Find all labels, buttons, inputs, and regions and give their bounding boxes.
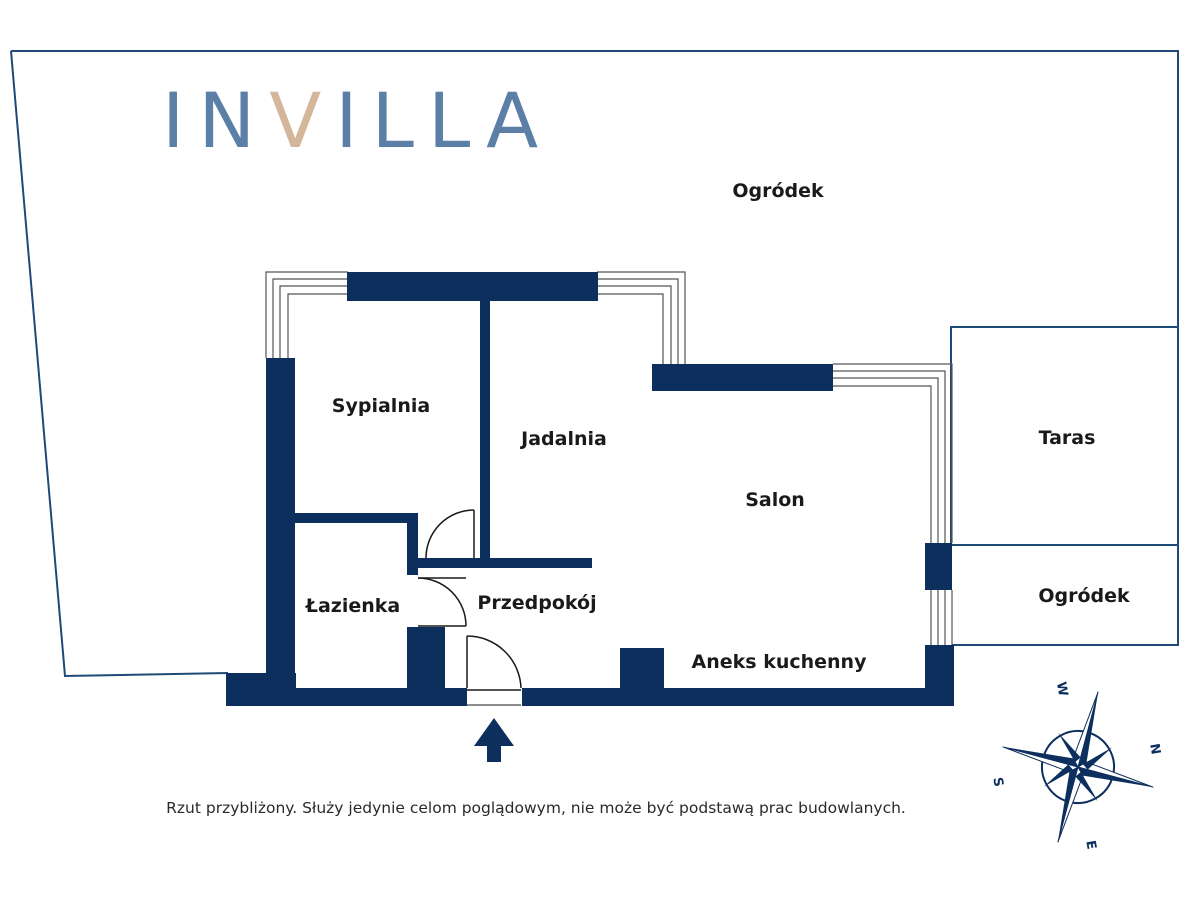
compass-w: W: [1053, 681, 1070, 698]
windows: [265, 271, 953, 645]
label-bathroom: Łazienka: [305, 595, 400, 617]
disclaimer-text: Rzut przybliżony. Służy jedynie celom po…: [166, 799, 906, 817]
walls: [226, 272, 954, 706]
label-garden-right: Ogródek: [1038, 585, 1130, 607]
label-hallway: Przedpokój: [477, 592, 596, 614]
compass-n: N: [1146, 742, 1163, 755]
entrance-arrow-icon: [474, 718, 514, 762]
svg-text:INVILLA: INVILLA: [162, 76, 552, 165]
logo-text-in: IN: [162, 76, 269, 165]
compass-e: E: [1082, 839, 1098, 850]
doors: [417, 509, 522, 706]
label-dining: Jadalnia: [519, 428, 607, 450]
invilla-logo: INVILLA: [162, 76, 552, 165]
logo-text-illa: ILLA: [335, 76, 552, 165]
label-terrace: Taras: [1039, 427, 1096, 449]
label-garden-top: Ogródek: [732, 180, 824, 202]
logo-text-accent: V: [269, 76, 335, 165]
label-kitchenette: Aneks kuchenny: [692, 651, 868, 673]
compass-s: S: [989, 776, 1005, 788]
plot-outline-left: [10, 50, 229, 678]
compass-rose-icon: [1002, 691, 1154, 843]
label-living: Salon: [745, 489, 805, 511]
label-bedroom: Sypialnia: [332, 395, 430, 417]
